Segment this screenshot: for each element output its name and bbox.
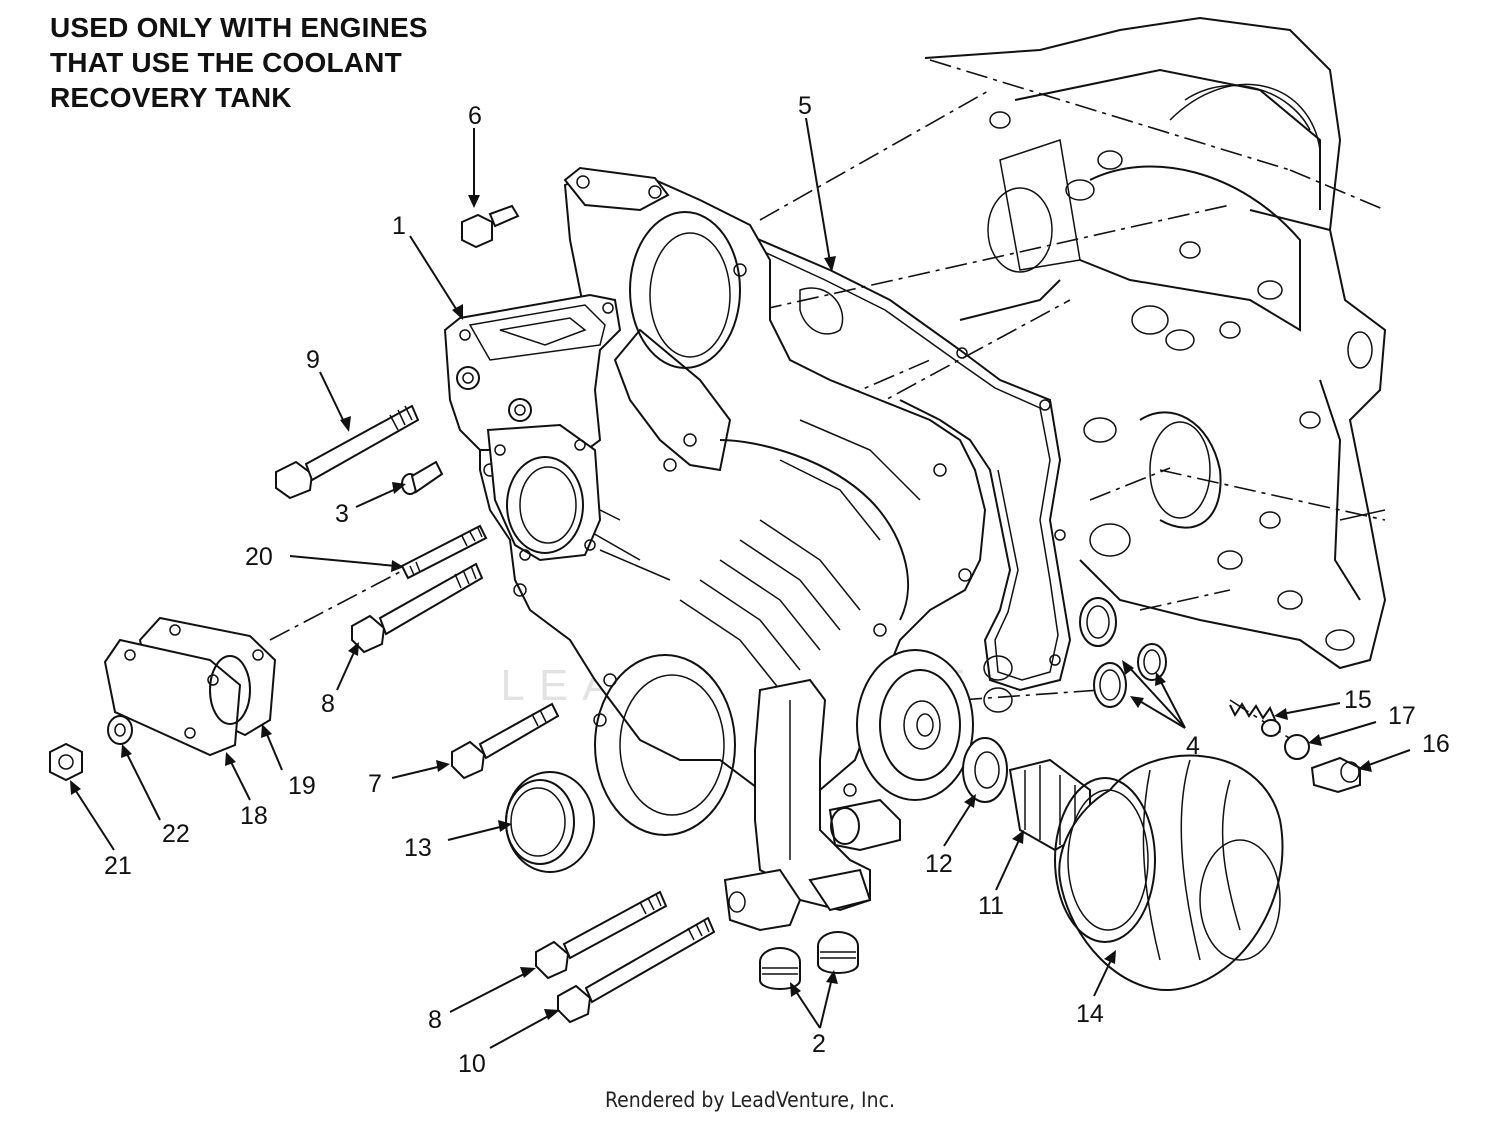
washer-part-22 <box>107 715 133 745</box>
callout-7: 7 <box>368 770 382 798</box>
bolt-part-7 <box>451 702 560 780</box>
callout-3: 3 <box>335 500 349 528</box>
bolt-part-9 <box>275 404 420 500</box>
oil-filter-base <box>856 649 1013 801</box>
callout-4: 4 <box>1186 732 1200 760</box>
callout-11: 11 <box>978 892 1004 920</box>
callout-13: 13 <box>404 834 432 862</box>
callout-22: 22 <box>162 820 190 848</box>
oil-pipe-bracket <box>723 678 901 932</box>
upper-outlet <box>563 166 670 212</box>
callout-21: 21 <box>104 852 132 880</box>
leader-lines <box>70 117 1411 1049</box>
bolt-part-6 <box>461 204 520 249</box>
callout-6: 6 <box>468 102 482 130</box>
pin-part-3 <box>401 460 444 495</box>
cover-plate-parts-18-19 <box>103 616 277 757</box>
note-line-2: THAT USE THE COOLANT <box>50 47 402 78</box>
callout-9: 9 <box>306 346 320 374</box>
note-line-1: USED ONLY WITH ENGINES <box>50 12 428 43</box>
bolt-part-10 <box>557 916 716 1024</box>
callout-1: 1 <box>392 212 406 240</box>
relief-valve-parts <box>1229 702 1361 794</box>
water-outlet-flange <box>486 423 602 562</box>
callout-2: 2 <box>812 1030 826 1058</box>
callout-14: 14 <box>1076 1000 1104 1028</box>
callout-8-lower: 8 <box>428 1006 442 1034</box>
callout-15: 15 <box>1344 686 1372 714</box>
seal-part-13 <box>505 771 595 873</box>
stud-part-20 <box>400 524 488 580</box>
nut-part-21 <box>49 742 83 782</box>
nipple-part-11 <box>1008 758 1091 852</box>
plugs-part-2 <box>759 931 859 990</box>
render-credit: Rendered by LeadVenture, Inc. <box>605 1088 895 1112</box>
bolt-part-8-lower <box>535 890 668 980</box>
callout-19: 19 <box>288 772 316 800</box>
coolant-tank-note: USED ONLY WITH ENGINES THAT USE THE COOL… <box>50 10 428 115</box>
callout-numbers: 6 5 1 9 3 20 8 7 13 8 10 2 12 11 14 4 15… <box>104 92 1450 1078</box>
oil-filter-part-14 <box>1054 754 1284 992</box>
engine-block <box>924 16 1387 670</box>
callout-12: 12 <box>925 850 953 878</box>
callout-8-upper: 8 <box>321 690 335 718</box>
callout-20: 20 <box>245 543 273 571</box>
bolt-part-8-upper <box>351 562 484 654</box>
note-line-3: RECOVERY TANK <box>50 82 292 113</box>
callout-18: 18 <box>240 802 268 830</box>
callout-16: 16 <box>1422 730 1450 758</box>
gasket-part-12 <box>962 737 1008 803</box>
thermostat-housing-part-1 <box>443 293 622 457</box>
callout-10: 10 <box>458 1050 486 1078</box>
callout-17: 17 <box>1388 702 1416 730</box>
callout-5: 5 <box>798 92 812 120</box>
o-rings-part-4 <box>1079 597 1167 708</box>
gasket-part-5 <box>679 204 1072 692</box>
